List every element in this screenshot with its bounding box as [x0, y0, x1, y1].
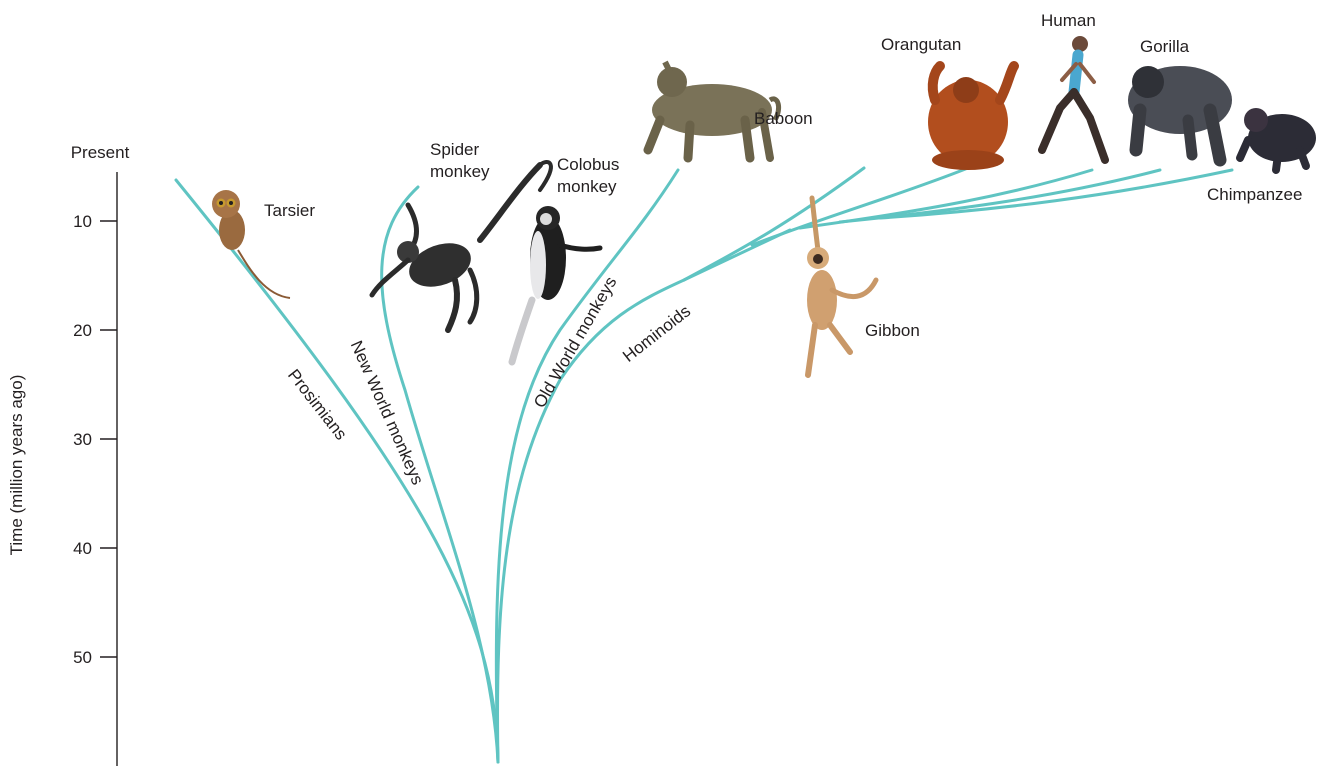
taxon-label-baboon: Baboon	[754, 109, 813, 128]
clade-label-prosimians: Prosimians	[284, 366, 351, 444]
taxon-label-tarsier: Tarsier	[264, 201, 315, 220]
axis-title: Time (million years ago)	[7, 375, 26, 556]
taxon-label-spider-monkey-line1: Spider	[430, 140, 479, 159]
branches	[176, 168, 1232, 762]
tick-label-50: 50	[73, 648, 92, 667]
taxon-label-human: Human	[1041, 11, 1096, 30]
tick-label-20: 20	[73, 321, 92, 340]
taxon-label-colobus-monkey: Colobus monkey	[557, 155, 624, 196]
spider-monkey-illustration	[372, 162, 551, 330]
clade-label-hominoids: Hominoids	[619, 301, 694, 365]
taxon-label-orangutan: Orangutan	[881, 35, 961, 54]
taxon-labels: Tarsier Spider monkey Colobus monkey Bab…	[264, 11, 1302, 340]
present-label: Present	[71, 143, 130, 162]
tick-label-10: 10	[73, 212, 92, 231]
animal-illustrations	[212, 36, 1316, 375]
branch-human	[800, 170, 1092, 228]
taxon-label-chimpanzee: Chimpanzee	[1207, 185, 1302, 204]
human-illustration	[1042, 36, 1105, 160]
orangutan-illustration	[928, 66, 1014, 170]
time-axis: Present 10 20 30 40 50 Time (million yea…	[7, 143, 130, 766]
tick-label-40: 40	[73, 539, 92, 558]
taxon-label-gibbon: Gibbon	[865, 321, 920, 340]
taxon-label-gorilla: Gorilla	[1140, 37, 1190, 56]
gibbon-illustration	[807, 198, 876, 375]
taxon-label-spider-monkey: Spider monkey	[430, 140, 490, 181]
taxon-label-colobus-monkey-line2: monkey	[557, 177, 617, 196]
branch-hominoids	[498, 230, 790, 762]
gorilla-illustration	[1128, 66, 1232, 160]
chimpanzee-illustration	[1240, 108, 1316, 170]
tick-label-30: 30	[73, 430, 92, 449]
taxon-label-spider-monkey-line2: monkey	[430, 162, 490, 181]
taxon-label-colobus-monkey-line1: Colobus	[557, 155, 619, 174]
clade-label-new-world-monkeys: New World monkeys	[347, 338, 428, 488]
